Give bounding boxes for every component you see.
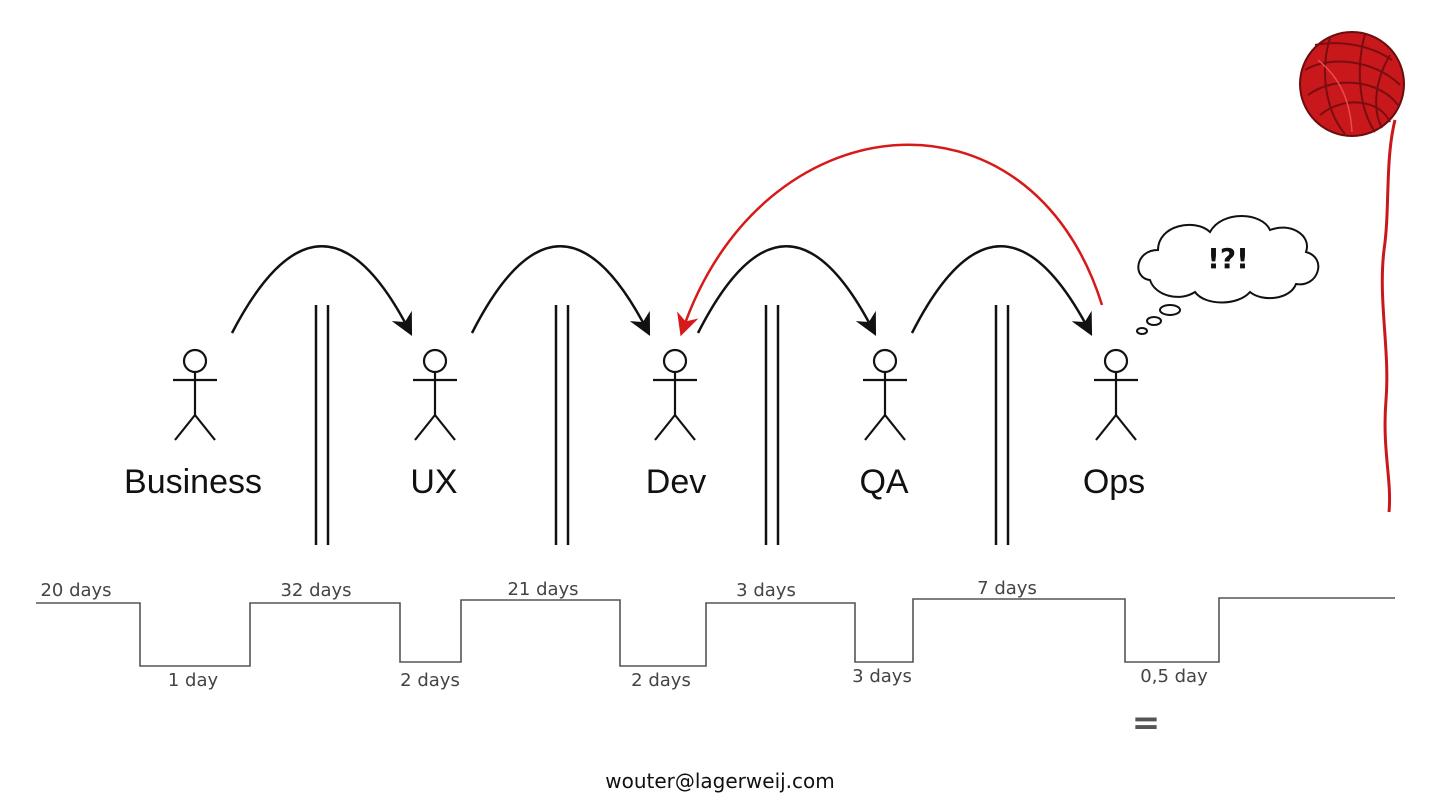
equals-sign: =	[1132, 703, 1161, 743]
duration-work-1: 1 day	[168, 670, 219, 691]
duration-wait-2: 32 days	[280, 580, 351, 601]
role-label-dev: Dev	[646, 463, 706, 501]
stick-figure-icon	[863, 350, 907, 440]
thought-cloud-icon	[1137, 216, 1318, 334]
role-label-qa: QA	[859, 463, 908, 501]
silo-walls	[316, 305, 1008, 545]
stick-figure-ops	[1094, 350, 1138, 440]
footer-email: wouter@lagerweij.com	[605, 769, 835, 793]
duration-wait-4: 3 days	[736, 580, 796, 601]
duration-wait-3: 21 days	[507, 579, 578, 600]
handoff-arrows	[232, 246, 1090, 333]
thought-text: !?!	[1207, 242, 1249, 275]
duration-work-3: 2 days	[631, 670, 691, 691]
role-label-ux: UX	[410, 463, 457, 501]
stick-figure-icon	[1094, 350, 1138, 440]
role-label-business: Business	[124, 463, 262, 501]
stick-figure-icon	[173, 350, 217, 440]
duration-wait-5: 7 days	[977, 578, 1037, 599]
duration-work-5: 0,5 day	[1140, 666, 1208, 687]
stick-figure-icon	[653, 350, 697, 440]
duration-wait-1: 20 days	[40, 580, 111, 601]
duration-work-4: 3 days	[852, 666, 912, 687]
arrow-ux-to-dev	[472, 246, 648, 333]
stick-figure-qa	[863, 350, 907, 440]
stick-figure-business	[173, 350, 217, 440]
feedback-arrow-ops-to-dev	[682, 145, 1102, 332]
duration-work-2: 2 days	[400, 670, 460, 691]
arrow-dev-to-qa	[698, 246, 874, 333]
stick-figure-ux	[413, 350, 457, 440]
timeline-step-line	[36, 598, 1395, 666]
role-label-ops: Ops	[1083, 463, 1145, 501]
stick-figure-dev	[653, 350, 697, 440]
stick-figure-icon	[413, 350, 457, 440]
arrow-business-to-ux	[232, 246, 410, 333]
arrow-qa-to-ops	[912, 246, 1090, 333]
